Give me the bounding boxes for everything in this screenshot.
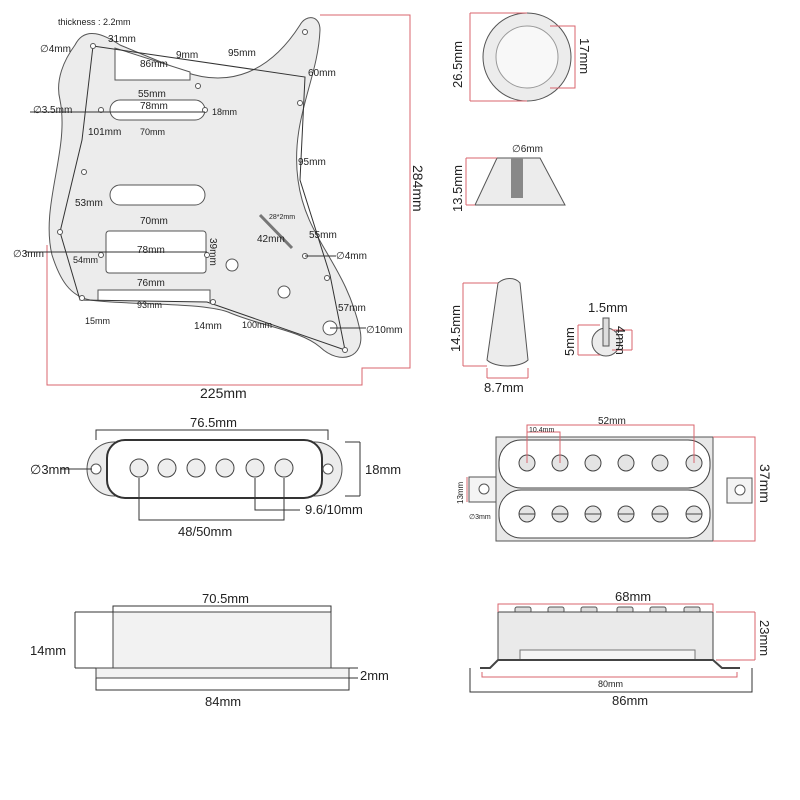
dimension-frame [46,14,411,386]
label-depth-b: 4mm [613,326,628,355]
label-95-horn: 95mm [228,48,256,59]
switch-slot [258,213,294,250]
bottom-cutout [97,289,211,302]
label-sc-pole-span: 48/50mm [178,524,232,539]
label-60: 60mm [308,68,336,79]
label-top-screw: ∅4mm [40,44,71,55]
label-shaft: ∅6mm [512,144,543,155]
middle-pickup-slot [109,184,206,206]
label-sc-side-top: 70.5mm [202,591,249,606]
label-tip-height: 14.5mm [448,305,463,352]
label-screw-3.5: ∅3.5mm [33,105,72,116]
label-55-right: 55mm [309,230,337,241]
label-54: 54mm [73,255,98,265]
label-18: 18mm [212,107,237,117]
label-hb-tab-hole: ∅3mm [469,514,491,521]
label-sc-width: 18mm [365,462,401,477]
label-93: 93mm [137,300,162,310]
label-78-neck: 78mm [140,101,168,112]
label-knob-height: 13.5mm [450,165,465,212]
label-sc-length: 76.5mm [190,415,237,430]
label-70-hum: 70mm [140,216,168,227]
label-jack: ∅10mm [366,325,403,336]
label-sc-screw: ∅3mm [30,462,70,477]
label-15: 15mm [85,316,110,326]
label-sc-side-base: 2mm [360,668,389,683]
label-78-hum: 78mm [137,245,165,256]
label-sc-side-length: 84mm [205,694,241,709]
label-76: 76mm [137,278,165,289]
label-total-width: 225mm [200,385,247,401]
label-95-right: 95mm [298,157,326,168]
label-slot: 1.5mm [588,300,628,315]
knob-hole [277,285,291,299]
label-thickness: thickness : 2.2mm [58,17,131,27]
knob-side-view: ∅6mm 13.5mm [450,144,566,212]
label-tip-width: 8.7mm [484,380,524,395]
label-total-height: 284mm [410,165,426,212]
single-coil-top-view: 76.5mm ∅3mm 18mm 48/50mm 9.6/10mm [30,415,401,539]
label-55: 55mm [138,89,166,100]
label-hb-side-length: 86mm [612,693,648,708]
label-screw-3: ∅3mm [13,249,44,260]
label-hb-width: 37mm [757,464,773,503]
label-39: 39mm [207,238,218,266]
label-depth-a: 5mm [562,327,577,356]
label-57: 57mm [338,303,366,314]
single-coil-side-view: 70.5mm 14mm 2mm 84mm [30,591,389,709]
label-hb-side-height: 23mm [757,620,772,656]
label-switch-slot: 28*2mm [269,214,295,221]
label-70-neck: 70mm [140,127,165,137]
switch-tip: 14.5mm 8.7mm 1.5mm 5mm 4mm [448,278,633,395]
label-hb-pole-span: 52mm [598,416,626,427]
knob-hole [225,258,239,272]
label-hb-side-inner: 80mm [598,679,623,689]
label-knob-diameter: 26.5mm [450,41,465,88]
label-101: 101mm [88,127,121,138]
humbucker-side-view: 68mm 23mm 80mm 86mm [469,589,772,708]
label-42: 42mm [257,234,285,245]
label-hb-side-top: 68mm [615,589,651,604]
label-86: 86mm [140,59,168,70]
label-hb-tab: 13mm [456,481,465,504]
neck-cutout [114,47,191,81]
pickguard-drawing: thickness : 2.2mm ∅4mm 31mm 86mm 9mm 95m… [13,14,426,401]
label-53: 53mm [75,198,103,209]
label-hb-pole-spacing: 10.4mm [529,427,554,434]
knob-top-view: 26.5mm 17mm [450,12,592,102]
label-right-screw: ∅4mm [336,251,367,262]
label-31: 31mm [108,34,136,45]
humbucker-top-view: 52mm 10.4mm 37mm 13mm ∅3mm [456,416,773,542]
label-100: 100mm [242,320,272,330]
label-sc-pole-spacing: 9.6/10mm [305,502,363,517]
label-14: 14mm [194,321,222,332]
label-sc-side-height: 14mm [30,643,66,658]
label-9: 9mm [176,50,198,61]
label-knob-top: 17mm [577,38,592,74]
